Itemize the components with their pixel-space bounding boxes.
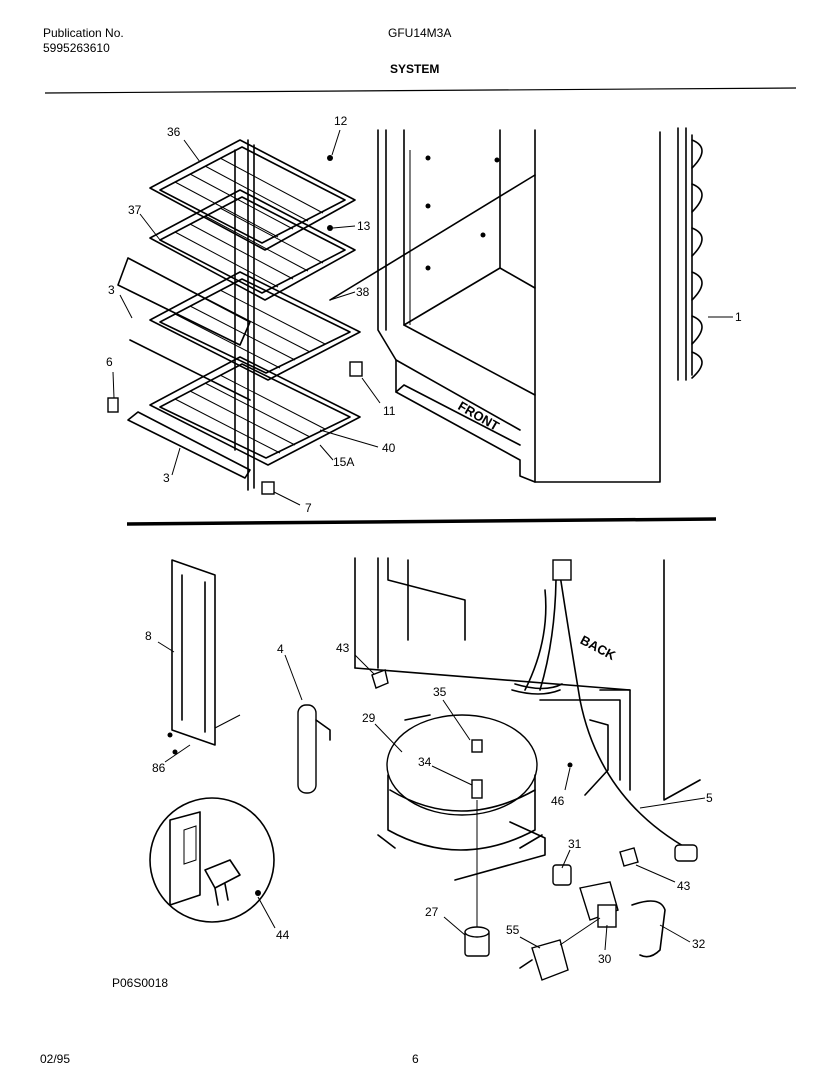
callout-55: 55 (506, 923, 520, 937)
header-rule (44, 87, 797, 94)
outlet-detail (149, 797, 276, 929)
compressor (374, 699, 546, 930)
callout-11: 11 (383, 404, 396, 418)
clip-43-top (371, 669, 389, 689)
condenser-coil (677, 127, 733, 381)
footer-date: 02/95 (40, 1052, 71, 1066)
clip-7 (261, 481, 275, 495)
callout-1: 1 (735, 310, 742, 324)
section-divider (126, 517, 717, 526)
shelf-40 (149, 356, 361, 466)
callout-86: 86 (152, 761, 166, 775)
evaporator-shelves (149, 139, 361, 491)
callout-7: 7 (305, 501, 312, 515)
callout-35: 35 (433, 685, 447, 699)
shelf-rails (117, 257, 251, 479)
callout-34: 34 (418, 755, 432, 769)
callout-44: 44 (276, 928, 290, 942)
callout-4: 4 (277, 642, 284, 656)
callout-6: 6 (106, 355, 113, 369)
shelf-38 (149, 271, 361, 381)
callout-37: 37 (128, 203, 142, 217)
callout-43-right: 43 (677, 879, 691, 893)
capacitor-55 (531, 939, 569, 981)
filter-drier (284, 654, 331, 794)
callout-27: 27 (425, 905, 439, 919)
power-cord (511, 559, 706, 862)
callout-30: 30 (598, 952, 612, 966)
top-leaders (112, 129, 381, 506)
callout-8: 8 (145, 629, 152, 643)
cord-clamp (552, 559, 572, 581)
side-bracket (157, 559, 241, 763)
figure-code: P06S0018 (112, 976, 169, 990)
callout-5: 5 (706, 791, 713, 805)
callout-31: 31 (568, 837, 582, 851)
clip-11 (349, 361, 363, 377)
callout-29: 29 (362, 711, 376, 725)
page-number: 6 (412, 1052, 419, 1066)
relay-assembly (519, 849, 691, 981)
clip-43-right (619, 847, 639, 867)
callout-13: 13 (357, 219, 371, 233)
shelf-36 (149, 139, 356, 251)
publication-number: 5995263610 (43, 41, 110, 55)
clip-6 (107, 397, 119, 413)
callout-15a: 15A (333, 455, 355, 469)
model-number: GFU14M3A (388, 26, 452, 40)
callout-3-bottom: 3 (163, 471, 170, 485)
callout-40: 40 (382, 441, 396, 455)
cabinet-outline (329, 129, 661, 483)
relay-31 (552, 864, 572, 886)
callout-32: 32 (692, 937, 706, 951)
grommet-34 (471, 779, 483, 799)
terminal (597, 904, 617, 928)
screw-35 (471, 739, 483, 753)
back-cabinet (354, 557, 701, 801)
callout-38: 38 (356, 285, 370, 299)
callout-46: 46 (551, 794, 565, 808)
plug (674, 844, 698, 862)
publication-label: Publication No. (43, 26, 124, 40)
mount-grommet (443, 916, 490, 957)
section-title: SYSTEM (390, 62, 440, 76)
callout-43-top: 43 (336, 641, 350, 655)
callout-3-top: 3 (108, 283, 115, 297)
callout-12: 12 (334, 114, 348, 128)
callout-36: 36 (167, 125, 181, 139)
